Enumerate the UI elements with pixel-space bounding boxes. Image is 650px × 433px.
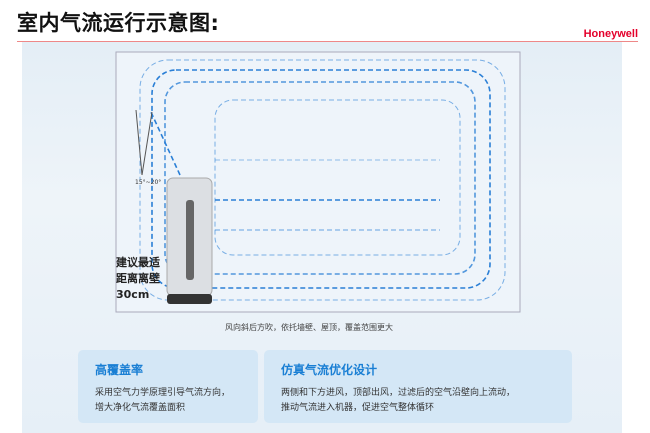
airflow-loops [139, 59, 506, 301]
page-title: 室内气流运行示意图: [17, 11, 220, 35]
card-title: 高覆盖率 [95, 363, 144, 377]
distance-note: 建议最适 距离离壁 30cm [116, 255, 160, 303]
distance-line-2: 距离离壁 [116, 272, 160, 285]
divider [17, 41, 638, 42]
distance-line-3: 30cm [116, 288, 150, 301]
distance-line-1: 建议最适 [116, 256, 160, 269]
card-title: 仿真气流优化设计 [281, 363, 378, 377]
airflow-outlet [149, 109, 181, 176]
card-text: 两侧和下方进风，顶部出风，过滤后的空气沿壁向上流动，推动气流进入机器，促进空气整… [281, 388, 516, 413]
angle-label: 15°~20° [135, 179, 162, 186]
airflow-loop-2 [151, 69, 491, 289]
air-purifier [166, 177, 213, 304]
card-text: 采用空气力学原理引导气流方向，增大净化气流覆盖面积 [95, 388, 231, 413]
airflow-loop-outer [139, 59, 506, 301]
brand-logo: Honeywell [583, 28, 638, 40]
diagram-caption: 风向斜后方吹，依托墙壁、屋顶，覆盖范围更大 [225, 323, 393, 332]
airflow-loop-inner [214, 99, 461, 256]
airflow-loop-3 [164, 81, 476, 275]
angle-marker [135, 109, 153, 176]
feature-card-coverage: 高覆盖率 采用空气力学原理引导气流方向，增大净化气流覆盖面积 [78, 350, 258, 423]
feature-card-simulation: 仿真气流优化设计 两侧和下方进风，顶部出风，过滤后的空气沿壁向上流动，推动气流进… [264, 350, 572, 423]
